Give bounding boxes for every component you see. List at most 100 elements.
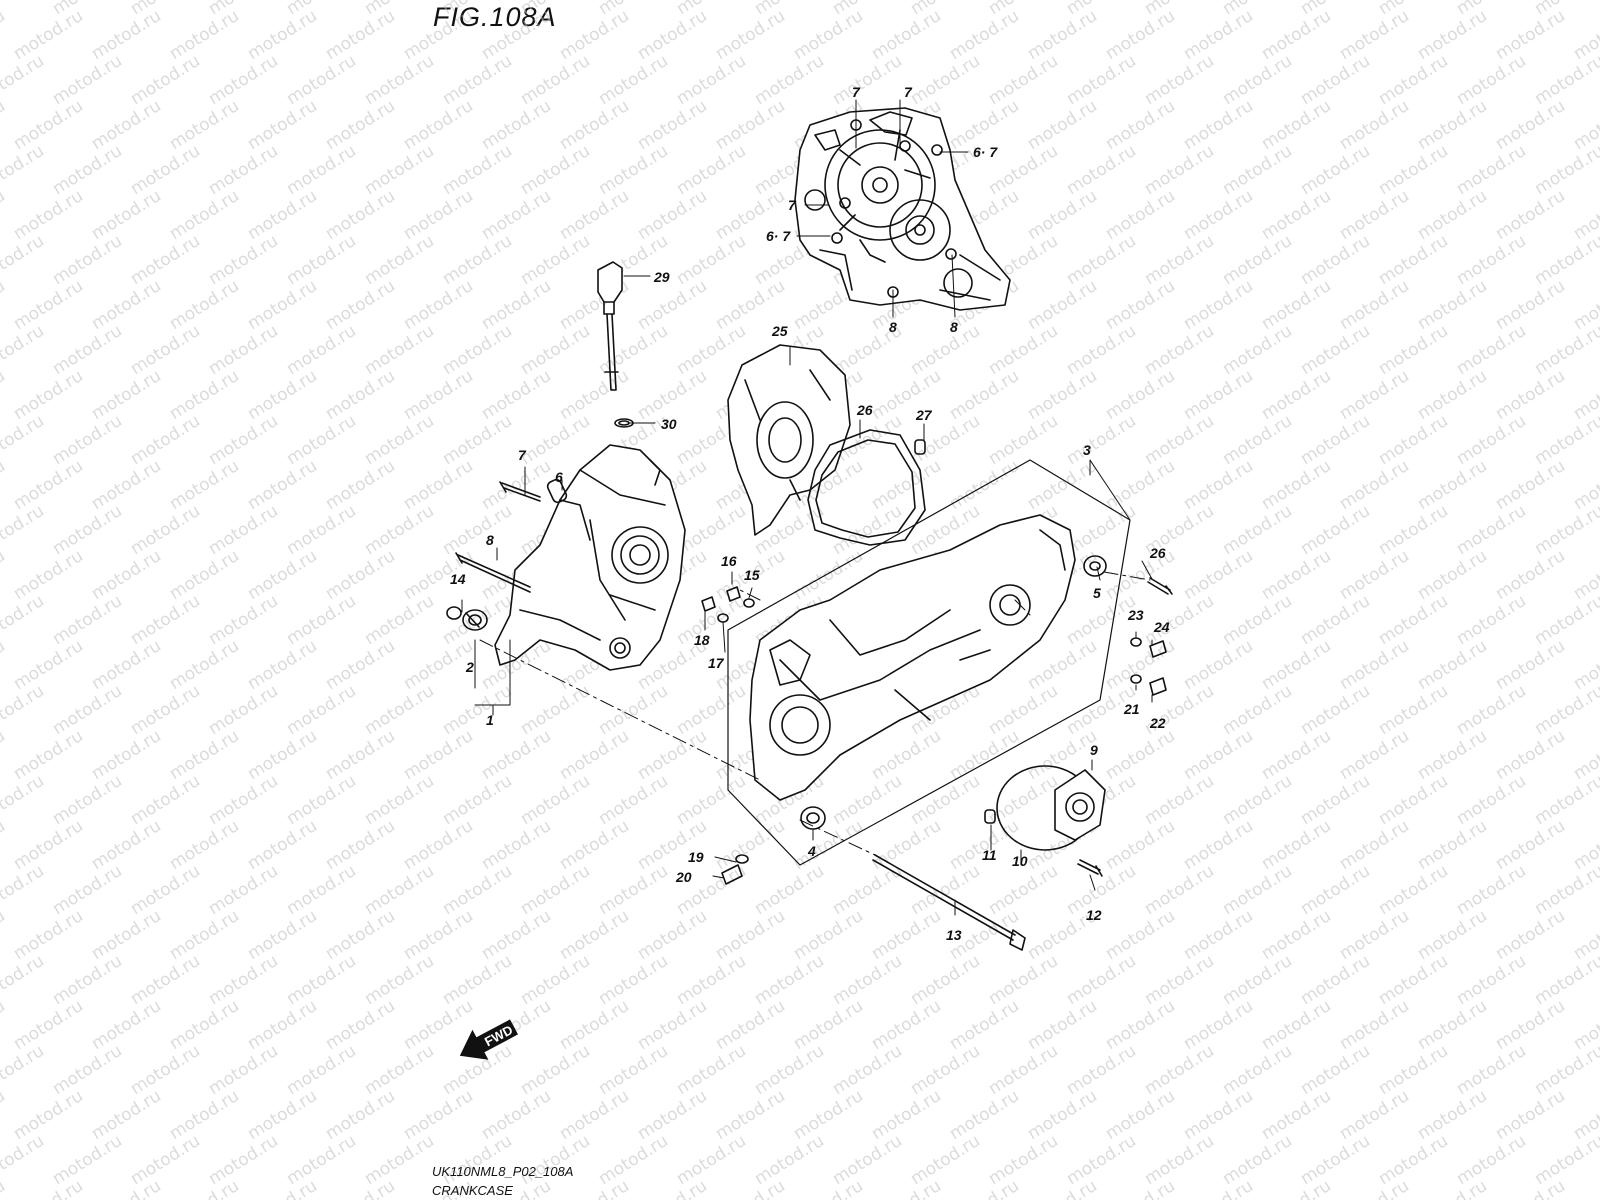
watermark-text: motod.ru — [166, 186, 243, 244]
watermark-text: motod.ru — [1258, 366, 1335, 424]
watermark-text: motod.ru — [127, 861, 204, 919]
watermark-text: motod.ru — [1024, 186, 1101, 244]
callout-7c: 7 — [788, 197, 797, 213]
watermark-text: motod.ru — [1375, 411, 1452, 469]
watermark-text: motod.ru — [595, 321, 672, 379]
watermark-text: motod.ru — [283, 501, 360, 559]
cover-plate-group — [984, 765, 1106, 877]
watermark-text: motod.ru — [127, 591, 204, 649]
watermark-text: motod.ru — [244, 1086, 321, 1144]
watermark-text: motod.ru — [1297, 1041, 1374, 1099]
watermark-text: motod.ru — [10, 816, 87, 874]
watermark-text: motod.ru — [1336, 726, 1413, 784]
callout-7d: 7 — [518, 447, 527, 463]
watermark-text: motod.ru — [1414, 816, 1491, 874]
callout-30: 30 — [661, 416, 677, 432]
callout-1: 1 — [486, 712, 494, 728]
watermark-text: motod.ru — [1024, 996, 1101, 1054]
watermark-text: motod.ru — [1297, 141, 1374, 199]
watermark-text: motod.ru — [868, 366, 945, 424]
watermark-text: motod.ru — [166, 456, 243, 514]
watermark-text: motod.ru — [868, 1176, 945, 1200]
watermark-text: motod.ru — [1141, 1131, 1218, 1189]
watermark-text: motod.ru — [283, 591, 360, 649]
callout-4: 4 — [807, 843, 816, 859]
watermark-text: motod.ru — [1492, 1176, 1569, 1200]
watermark-text: motod.ru — [1024, 636, 1101, 694]
watermark-text: motod.ru — [205, 1041, 282, 1099]
watermark-text: motod.ru — [166, 276, 243, 334]
watermark-text: motod.ru — [751, 1041, 828, 1099]
watermark-text: motod.ru — [1219, 951, 1296, 1009]
callout-2: 2 — [465, 659, 474, 675]
watermark-text: motod.ru — [400, 906, 477, 964]
callouts-layer: 1 2 3 4 5 6 7 7 7 7 6· 7 6· 7 8 8 8 9 10… — [450, 84, 1170, 943]
watermark-text: motod.ru — [88, 816, 165, 874]
watermark-text: motod.ru — [1492, 1086, 1569, 1144]
watermark-text: motod.ru — [127, 951, 204, 1009]
watermark-text: motod.ru — [127, 411, 204, 469]
watermark-text: motod.ru — [49, 501, 126, 559]
watermark-text: motod.ru — [439, 141, 516, 199]
watermark-text: motod.ru — [1531, 321, 1600, 379]
watermark-text: motod.ru — [1453, 681, 1530, 739]
watermark-text: motod.ru — [1102, 456, 1179, 514]
watermark-text: motod.ru — [1297, 771, 1374, 829]
watermark-text: motod.ru — [868, 1086, 945, 1144]
watermark-text: motod.ru — [1102, 6, 1179, 64]
watermark-text: motod.ru — [556, 906, 633, 964]
watermark-text: motod.ru — [49, 771, 126, 829]
callout-13: 13 — [946, 927, 962, 943]
watermark-text: motod.ru — [439, 231, 516, 289]
watermark-text: motod.ru — [478, 6, 555, 64]
watermark-text: motod.ru — [478, 906, 555, 964]
watermark-text: motod.ru — [790, 1176, 867, 1200]
watermark-text: motod.ru — [400, 186, 477, 244]
watermark-text: motod.ru — [322, 726, 399, 784]
watermark-text: motod.ru — [595, 1041, 672, 1099]
watermark-text: motod.ru — [439, 681, 516, 739]
watermark-text: motod.ru — [361, 51, 438, 109]
leader-lines — [461, 99, 1153, 916]
watermark-text: motod.ru — [166, 726, 243, 784]
watermark-text: motod.ru — [478, 816, 555, 874]
watermark-text: motod.ru — [1336, 996, 1413, 1054]
watermark-text: motod.ru — [946, 6, 1023, 64]
watermark-text: motod.ru — [205, 771, 282, 829]
watermark-text: motod.ru — [868, 456, 945, 514]
watermark-text: motod.ru — [1258, 276, 1335, 334]
watermark-text: motod.ru — [283, 141, 360, 199]
watermark-text: motod.ru — [1531, 501, 1600, 559]
watermark-text: motod.ru — [283, 681, 360, 739]
watermark-text: motod.ru — [439, 771, 516, 829]
watermark-text: motod.ru — [0, 861, 48, 919]
watermark-text: motod.ru — [205, 591, 282, 649]
watermark-text: motod.ru — [1219, 1041, 1296, 1099]
watermark-text: motod.ru — [322, 636, 399, 694]
watermark-text: motod.ru — [49, 591, 126, 649]
watermark-text: motod.ru — [244, 636, 321, 694]
watermark-text: motod.ru — [1063, 321, 1140, 379]
watermark-text: motod.ru — [1102, 1176, 1179, 1200]
watermark-text: motod.ru — [790, 6, 867, 64]
watermark-text: motod.ru — [244, 996, 321, 1054]
watermark-text: motod.ru — [49, 1131, 126, 1189]
watermark-text: motod.ru — [439, 51, 516, 109]
watermark-text: motod.ru — [49, 951, 126, 1009]
watermark-text: motod.ru — [283, 1131, 360, 1189]
watermark-text: motod.ru — [439, 1131, 516, 1189]
callout-24: 24 — [1153, 619, 1170, 635]
watermark-text: motod.ru — [1024, 366, 1101, 424]
watermark-text: motod.ru — [1453, 951, 1530, 1009]
watermark-text: motod.ru — [127, 51, 204, 109]
callout-22: 22 — [1149, 715, 1166, 731]
watermark-text: motod.ru — [166, 1176, 243, 1200]
watermark-text: motod.ru — [634, 816, 711, 874]
watermark-text: motod.ru — [1297, 411, 1374, 469]
watermark-text: motod.ru — [634, 996, 711, 1054]
watermark-text: motod.ru — [1336, 186, 1413, 244]
watermark-text: motod.ru — [556, 96, 633, 154]
watermark-text: motod.ru — [1102, 96, 1179, 154]
watermark-text: motod.ru — [205, 951, 282, 1009]
watermark-text: motod.ru — [1414, 996, 1491, 1054]
